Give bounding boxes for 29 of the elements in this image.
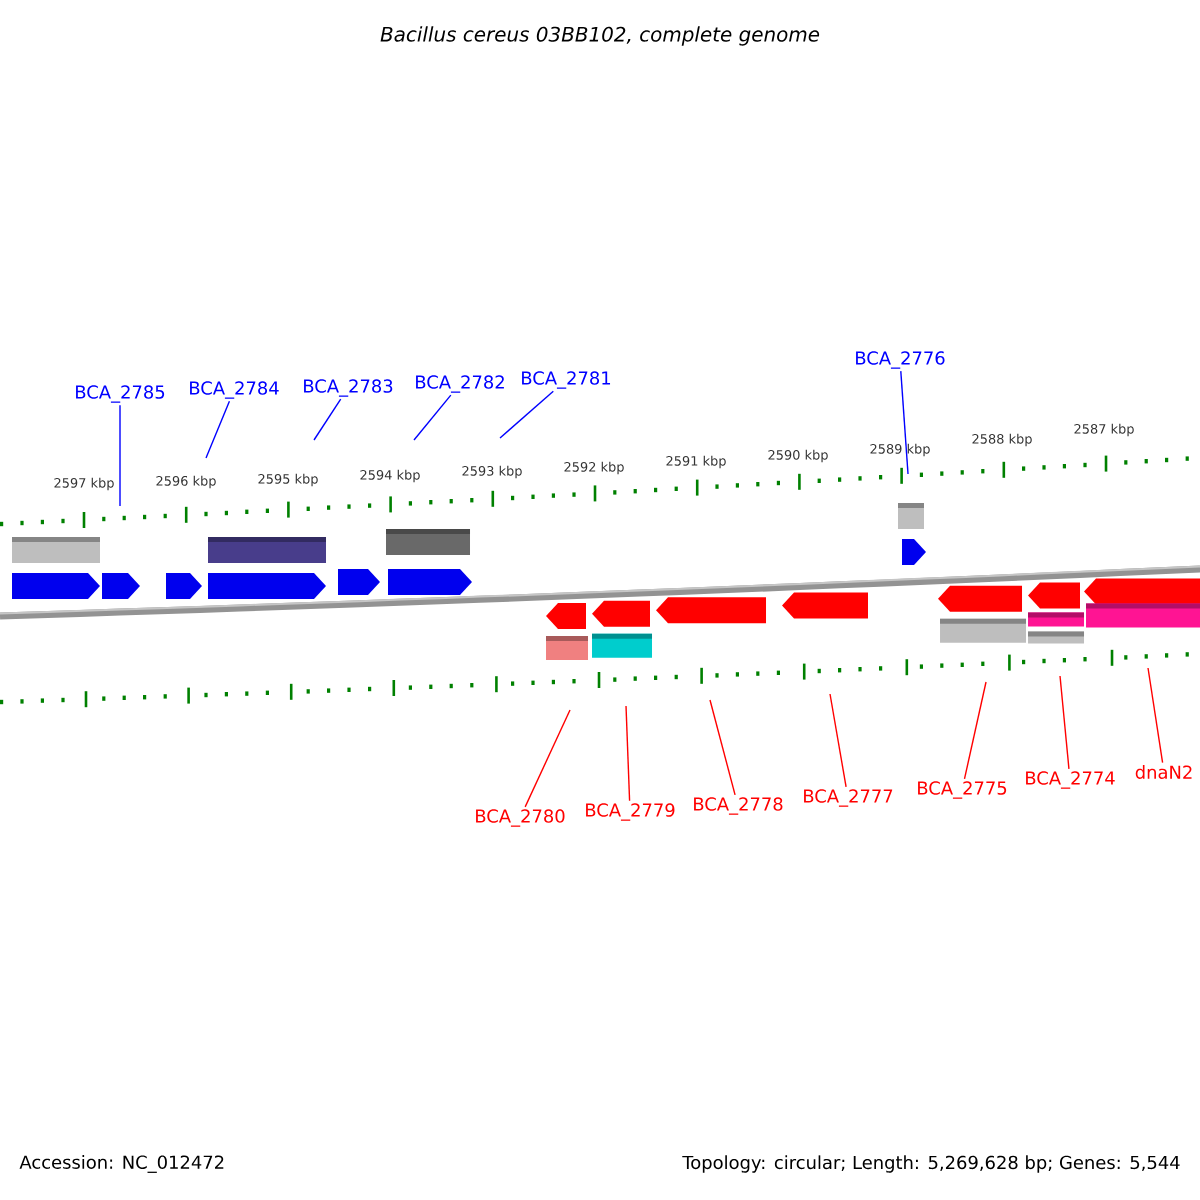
leader-line <box>1059 675 1070 770</box>
gene-label: BCA_2779 <box>586 803 675 821</box>
leader-line <box>900 370 909 475</box>
gene-label: BCA_2775 <box>918 781 1007 799</box>
title: Bacillus cereus 03BB102, complete genome <box>380 26 820 46</box>
gene-label: BCA_2780 <box>476 809 565 827</box>
leader-line <box>313 398 342 441</box>
genome-stats-text: Topology: circular; Length: 5,269,628 bp; Genes: 5,544 <box>682 1155 1180 1173</box>
gene-label: BCA_2784 <box>190 381 279 399</box>
gene-label: BCA_2785 <box>76 385 165 403</box>
leader-line <box>205 400 231 459</box>
gene-label: BCA_2782 <box>416 375 504 393</box>
leader-line <box>963 681 987 780</box>
leader-line <box>119 404 121 507</box>
leader-line <box>413 394 452 441</box>
leader-line <box>499 390 554 439</box>
leader-line <box>829 693 847 788</box>
gene-label: BCA_2778 <box>694 797 783 815</box>
gene-label: dnaN2 <box>1135 765 1192 779</box>
gene-label: BCA_2777 <box>804 789 893 807</box>
gene-label: BCA_2781 <box>522 371 611 389</box>
accession-text: Accession: NC_012472 <box>19 1155 224 1173</box>
gene-label: BCA_2783 <box>304 379 393 397</box>
leader-line <box>524 709 571 808</box>
gene-label: BCA_2776 <box>856 351 945 369</box>
leader-line <box>709 699 736 796</box>
leader-line <box>625 705 631 802</box>
leader-line <box>1147 667 1164 764</box>
gene-label: BCA_2774 <box>1026 771 1115 789</box>
